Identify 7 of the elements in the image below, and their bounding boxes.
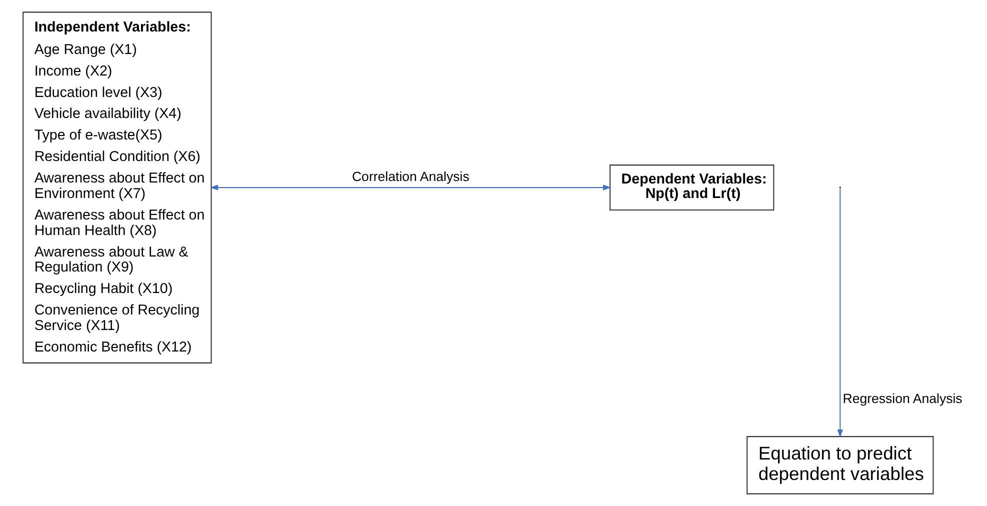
arrow [209,184,611,190]
node-box: Dependent Variables: Np(t) and Lr(t) [609,164,774,211]
arrow [836,188,843,438]
edge-label: Regression Analysis [842,391,962,406]
node-box: Independent Variables: Age Range (X1) Income (X2) Education level (X3) Vehicle availability (X4) Type of e-waste(X5) Residential Condition (X6) Awareness about Effect on Environment (X7) Awareness about Effect on Human Health (X8) Awareness about Law & Regulation (X9) Recycling Habit (X10) Convenience of Recycling Service (X11) Economic Benefits (X12) [22,12,212,364]
node-box: Equation to predict dependent variables [746,436,934,494]
edge-label: Correlation Analysis [351,168,469,184]
